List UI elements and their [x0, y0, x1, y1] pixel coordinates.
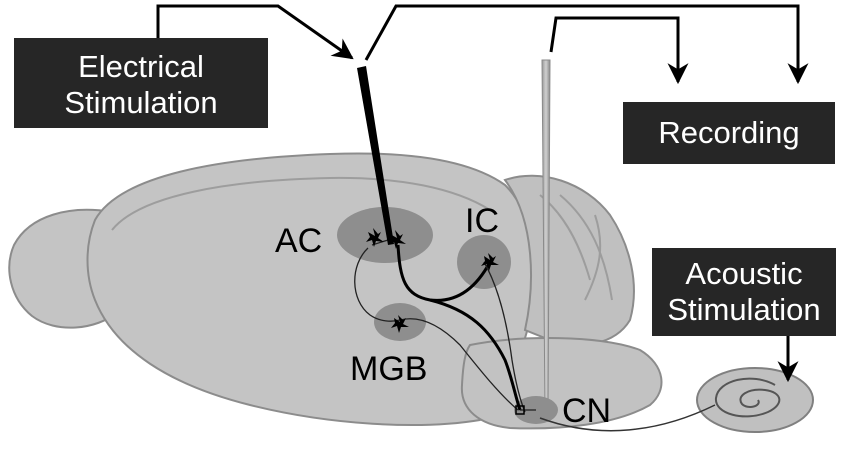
electrical-stimulation-box: Electrical Stimulation — [14, 38, 268, 128]
recording-box: Recording — [623, 102, 835, 164]
acoustic-stimulation-label-line1: Acoustic — [685, 256, 802, 291]
neural-pathways — [354, 239, 716, 432]
neuron-icon — [366, 228, 525, 415]
ac-region — [337, 207, 433, 263]
acoustic-stimulation-box: Acoustic Stimulation — [652, 248, 836, 336]
electrical-stimulation-label-line1: Electrical — [78, 49, 204, 84]
mgb-label: MGB — [350, 350, 427, 388]
cerebellum — [503, 174, 635, 346]
recording-label: Recording — [658, 115, 799, 150]
acoustic-stimulation-label-line2: Stimulation — [667, 292, 820, 327]
cerebrum-contour — [111, 176, 491, 231]
cn-label: CN — [562, 392, 611, 430]
brain — [8, 152, 663, 430]
ac-label: AC — [275, 222, 322, 260]
cochlea-icon — [696, 367, 814, 433]
electrical-stimulation-label-line2: Stimulation — [64, 85, 217, 120]
stimulating-electrode-icon — [357, 66, 394, 245]
ic-label: IC — [465, 202, 499, 240]
connection-wires — [156, 4, 809, 383]
